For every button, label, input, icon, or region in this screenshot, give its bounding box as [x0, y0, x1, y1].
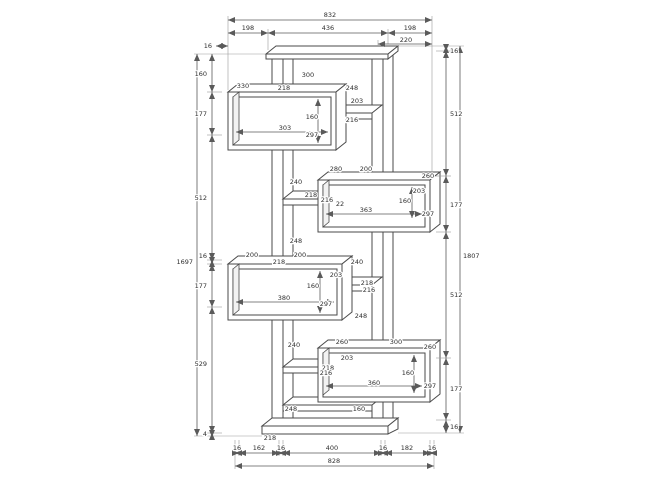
dim-label-box1-297: 297: [306, 131, 318, 139]
dim-label-box4-203: 203: [341, 354, 353, 362]
box4-opening: [322, 352, 426, 398]
dim-label-box2-200: 200: [360, 165, 372, 173]
dim-label-right-512: 512: [450, 110, 462, 118]
dim-label-box2-280: 280: [330, 165, 342, 173]
dim-label-top-198: 198: [404, 24, 416, 32]
dim-label-right-512: 512: [450, 291, 462, 299]
dim-label-right-177: 177: [450, 201, 462, 209]
dim-label-left-16: 16: [199, 252, 207, 260]
dim-label-box1-248: 248: [346, 84, 358, 92]
dimension-lines: [194, 17, 463, 469]
top-shelf-top-face: [264, 45, 400, 55]
box1-side-face: [335, 82, 347, 152]
dim-label-box3-200: 200: [246, 251, 258, 259]
dim-label-box2-22: 22: [336, 200, 344, 208]
dim-label-right-177: 177: [450, 385, 462, 393]
dim-label-box2-203: 203: [413, 187, 425, 195]
dim-label-box1-303: 303: [279, 124, 291, 132]
connector-shelf-2-front: [282, 198, 319, 206]
dim-label-left-160: 160: [195, 70, 207, 78]
dim-label-top-220: 220: [400, 36, 412, 44]
dim-label-box3-203: 203: [330, 271, 342, 279]
dim-label-box3-380: 380: [278, 294, 290, 302]
dim-label-bottom-16: 16: [233, 444, 241, 452]
dim-label-box2-216: 216: [321, 196, 333, 204]
dim-label-box4-160: 160: [402, 369, 414, 377]
dim-label-left-512: 512: [195, 194, 207, 202]
dim-label-box4-160: 160: [353, 405, 365, 413]
dim-label-box1-216: 216: [346, 116, 358, 124]
dim-label-left-177: 177: [195, 282, 207, 290]
dim-label-box1-218: 218: [278, 84, 290, 92]
box3-inner-wall: [232, 263, 240, 316]
dimension-labels: 832 198 436 198 16 220 160 177 512 16 177 529 4 1697 1…: [175, 10, 481, 467]
dim-label-box4-218: 218: [322, 364, 334, 372]
dim-label-bottom-shelf-218: 218: [264, 434, 276, 442]
dim-label-box1-160: 160: [306, 113, 318, 121]
dim-label-box2-363: 363: [360, 206, 372, 214]
dim-label-bottom-16: 16: [379, 444, 387, 452]
dim-label-box3-160: 160: [307, 282, 319, 290]
dim-label-box3-216: 216: [363, 286, 375, 294]
dim-label-box3-218: 218: [273, 258, 285, 266]
dim-label-box2-248: 248: [290, 237, 302, 245]
dim-label-box1-330: 330: [237, 82, 249, 90]
dim-label-box2-260: 260: [422, 172, 434, 180]
dim-label-box3-248: 248: [355, 312, 367, 320]
dim-label-box3-200: 200: [294, 251, 306, 259]
dim-label-right-16: 16: [450, 423, 458, 431]
dim-label-box4-297: 297: [424, 382, 436, 390]
dim-label-box4-360: 360: [368, 379, 380, 387]
dim-label-box1-300: 300: [302, 71, 314, 79]
dim-label-box2-160: 160: [399, 197, 411, 205]
dim-label-right-1807: 1807: [463, 252, 480, 260]
bottom-shelf-front: [261, 425, 389, 435]
box2-side-face: [429, 170, 441, 234]
dim-label-top-832: 832: [324, 11, 336, 19]
dim-label-top-436: 436: [322, 24, 334, 32]
top-shelf-front: [265, 53, 389, 60]
dim-label-bottom-828: 828: [328, 457, 340, 465]
dim-label-box4-260: 260: [424, 343, 436, 351]
dim-label-box4-248: 248: [285, 405, 297, 413]
dim-label-right-16: 16: [450, 47, 458, 55]
dim-label-box4-216: 216: [320, 369, 332, 377]
dim-label-box2-297: 297: [422, 210, 434, 218]
dim-label-left-177: 177: [195, 110, 207, 118]
dim-label-box4-260: 260: [336, 338, 348, 346]
dim-label-box4-300: 300: [390, 338, 402, 346]
dim-label-bottom-162: 162: [253, 444, 265, 452]
dim-label-box3-297: 297: [320, 300, 332, 308]
dim-label-box2-240: 240: [290, 178, 302, 186]
dim-label-bottom-16: 16: [428, 444, 436, 452]
dim-label-box2-218: 218: [305, 191, 317, 199]
connector-shelf-4-front: [282, 366, 319, 374]
dim-label-top-16: 16: [204, 42, 212, 50]
dim-label-box1-203: 203: [351, 97, 363, 105]
dim-label-bottom-182: 182: [401, 444, 413, 452]
bottom-shelf-top-face: [260, 417, 400, 427]
dim-label-box3-218: 218: [361, 279, 373, 287]
box2-opening: [322, 184, 426, 228]
dim-label-box4-240: 240: [288, 341, 300, 349]
dim-label-left-4: 4: [203, 430, 207, 438]
dim-label-box3-240: 240: [351, 258, 363, 266]
connector-shelf-5-front: [282, 404, 373, 412]
box1-opening: [232, 96, 332, 146]
dim-label-left-529: 529: [195, 360, 207, 368]
dim-label-bottom-400: 400: [326, 444, 338, 452]
dim-label-top-198: 198: [242, 24, 254, 32]
box3-opening: [232, 268, 338, 316]
dim-label-left-1697: 1697: [176, 258, 193, 266]
box1-inner-wall: [232, 91, 240, 146]
dim-label-bottom-16: 16: [277, 444, 285, 452]
